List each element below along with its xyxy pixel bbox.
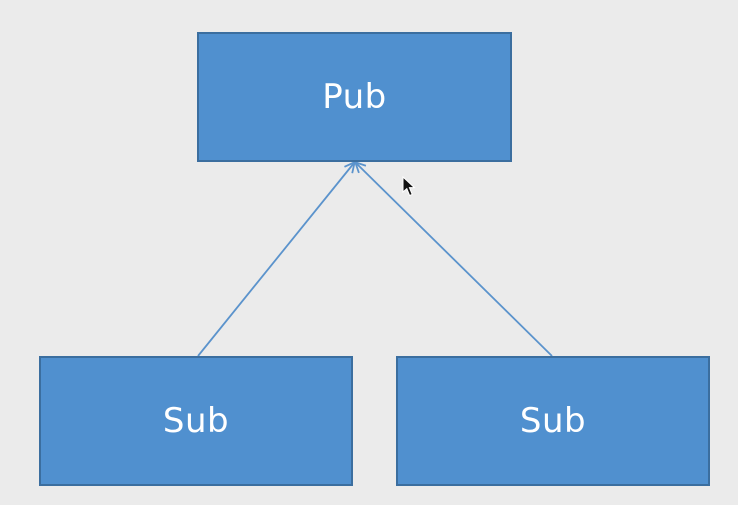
sub-node-right[interactable]: Sub: [396, 356, 710, 486]
sub-node-left[interactable]: Sub: [39, 356, 353, 486]
pub-node[interactable]: Pub: [197, 32, 512, 162]
mouse-pointer-icon: [402, 176, 416, 197]
edge-left-sub-to-pub: [197, 163, 354, 357]
pub-node-label: Pub: [322, 77, 387, 117]
sub-node-right-label: Sub: [519, 401, 587, 441]
edge-right-sub-to-pub: [356, 163, 553, 357]
sub-node-left-label: Sub: [162, 401, 230, 441]
